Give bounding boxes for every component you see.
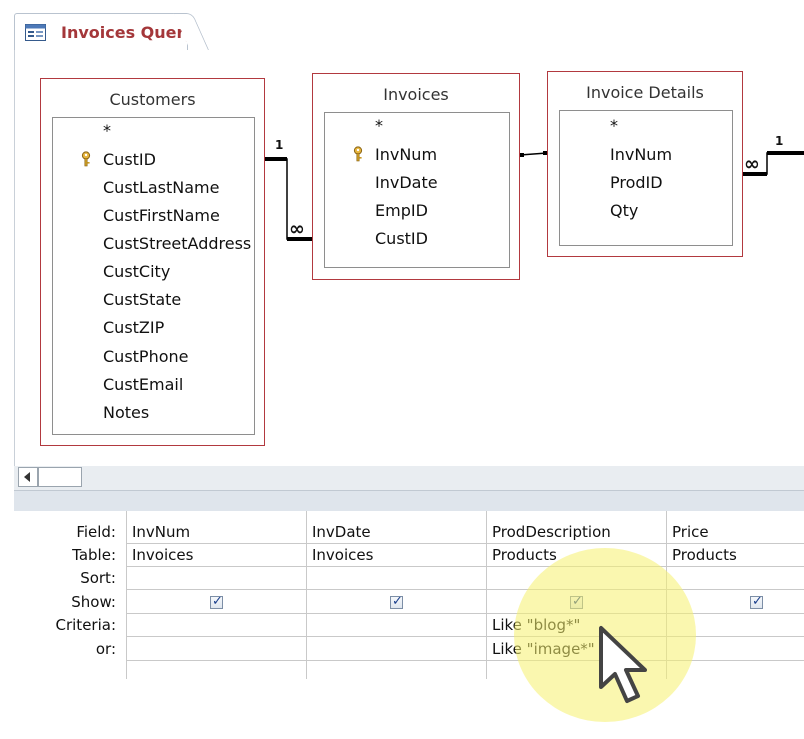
customers-table-window[interactable]: Customers * CustID CustLastName CustFirs… bbox=[40, 78, 265, 446]
invoice-details-table-window[interactable]: Invoice Details * InvNum ProdID Qty bbox=[547, 71, 743, 257]
blank-area bbox=[0, 679, 804, 739]
invoices-table-window[interactable]: Invoices * InvNum InvDate EmpID CustID bbox=[312, 73, 520, 280]
row-label-show: Show: bbox=[71, 593, 116, 611]
grid-table-cell[interactable]: Invoices bbox=[132, 546, 194, 564]
show-checkbox[interactable]: ✓ bbox=[390, 594, 403, 609]
field-item[interactable]: CustLastName bbox=[103, 178, 220, 197]
row-label-criteria: Criteria: bbox=[55, 616, 117, 634]
grid-field-cell[interactable]: InvDate bbox=[312, 523, 371, 541]
field-item[interactable]: CustState bbox=[103, 290, 182, 309]
scroll-thumb[interactable] bbox=[38, 467, 82, 487]
invoice-details-table-title: Invoice Details bbox=[586, 83, 704, 102]
invoice-details-field-list[interactable] bbox=[559, 110, 733, 246]
field-item[interactable]: CustStreetAddress bbox=[103, 234, 252, 253]
design-horizontal-scrollbar[interactable] bbox=[14, 466, 804, 490]
scroll-left-button[interactable] bbox=[18, 467, 38, 487]
invoices-field-list[interactable] bbox=[324, 112, 510, 268]
one-side-label: 1 bbox=[275, 138, 284, 152]
field-item[interactable]: Notes bbox=[103, 403, 150, 422]
field-item[interactable]: * bbox=[610, 116, 618, 135]
grid-field-cell[interactable]: ProdDescription bbox=[492, 523, 611, 541]
customers-table-title: Customers bbox=[109, 90, 196, 109]
field-item[interactable]: InvDate bbox=[375, 173, 438, 192]
query-design-area[interactable]: Customers * CustID CustLastName CustFirs… bbox=[14, 50, 804, 466]
field-item[interactable]: * bbox=[375, 116, 383, 135]
row-label-sort: Sort: bbox=[80, 569, 116, 587]
grid-table-cell[interactable]: Products bbox=[672, 546, 737, 564]
field-item[interactable]: Qty bbox=[610, 201, 639, 220]
row-label-table: Table: bbox=[72, 546, 116, 564]
grid-table-cell[interactable]: Products bbox=[492, 546, 557, 564]
field-item[interactable]: ProdID bbox=[610, 173, 663, 192]
document-tab-strip: Invoices Query bbox=[14, 0, 804, 51]
row-label-field: Field: bbox=[76, 523, 116, 541]
field-item[interactable]: InvNum bbox=[375, 145, 438, 164]
invoices-table-title: Invoices bbox=[383, 85, 449, 104]
field-item[interactable]: CustID bbox=[375, 229, 428, 248]
query-datasheet-icon bbox=[25, 24, 46, 41]
invoices-query-tab[interactable]: Invoices Query bbox=[14, 13, 195, 50]
field-item[interactable]: * bbox=[103, 121, 111, 140]
relationship-lines[interactable] bbox=[15, 50, 804, 466]
checkmark-icon: ✓ bbox=[752, 594, 763, 609]
many-side-label: ∞ bbox=[744, 153, 760, 175]
field-item[interactable]: CustZIP bbox=[103, 318, 165, 337]
field-item[interactable]: CustPhone bbox=[103, 347, 189, 366]
customers-field-list[interactable] bbox=[52, 117, 255, 435]
arrow-left-icon bbox=[24, 472, 30, 482]
one-side-label: 1 bbox=[775, 134, 784, 148]
primary-key-icon bbox=[81, 151, 91, 167]
field-item[interactable]: CustFirstName bbox=[103, 206, 220, 225]
checkmark-icon: ✓ bbox=[212, 594, 223, 609]
primary-key-icon bbox=[353, 146, 363, 162]
grid-table-cell[interactable]: Invoices bbox=[312, 546, 374, 564]
grid-field-cell[interactable]: Price bbox=[672, 523, 709, 541]
many-side-label: ∞ bbox=[289, 218, 305, 240]
field-item[interactable]: CustID bbox=[103, 150, 156, 169]
grid-field-cell[interactable]: InvNum bbox=[132, 523, 191, 541]
field-item[interactable]: CustCity bbox=[103, 262, 171, 281]
field-item[interactable]: EmpID bbox=[375, 201, 428, 220]
show-checkbox[interactable]: ✓ bbox=[210, 594, 223, 609]
field-item[interactable]: InvNum bbox=[610, 145, 673, 164]
show-checkbox[interactable]: ✓ bbox=[750, 594, 763, 609]
query-tab-title: Invoices Query bbox=[61, 23, 195, 42]
row-label-or: or: bbox=[95, 640, 116, 658]
field-item[interactable]: CustEmail bbox=[103, 375, 184, 394]
mouse-pointer-icon bbox=[599, 626, 647, 703]
pane-splitter[interactable] bbox=[14, 490, 804, 512]
checkmark-icon: ✓ bbox=[392, 594, 403, 609]
